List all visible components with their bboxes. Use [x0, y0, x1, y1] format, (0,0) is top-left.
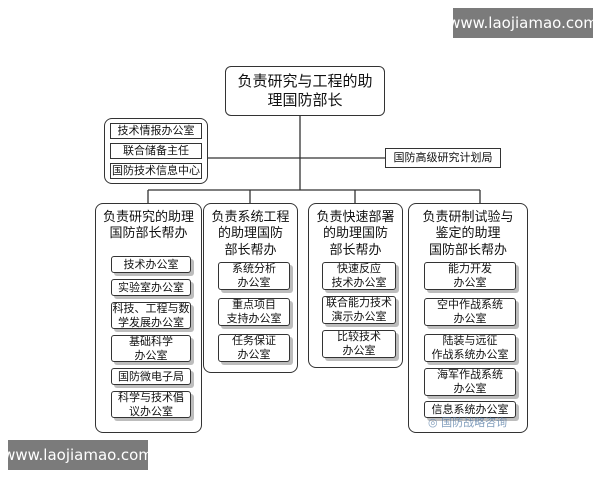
- chat-bubble-icon: ◎: [428, 416, 438, 429]
- watermark-top: www.laojiamao.com: [448, 8, 598, 38]
- office: 基础科学 办公室: [111, 335, 191, 362]
- office: 海军作战系统 办公室: [424, 368, 516, 396]
- office: 快速反应 技术办公室: [322, 262, 396, 290]
- office: 陆装与远征 作战系统办公室: [424, 334, 516, 362]
- watermark-bottom: www.laojiamao.com: [3, 440, 153, 470]
- office: 任务保证 办公室: [218, 334, 290, 362]
- office: 实验室办公室: [111, 279, 191, 296]
- office: 联合能力技术 演示办公室: [322, 296, 396, 324]
- office: 比较技术 办公室: [322, 330, 396, 358]
- office: 重点项目 支持办公室: [218, 298, 290, 326]
- wechat-logo: ◎ 国防战略咨询: [428, 414, 507, 430]
- office: 科学与技术倡 议办公室: [111, 391, 191, 418]
- side-agency: 国防高级研究计划局: [385, 148, 501, 168]
- logo-text: 国防战略咨询: [441, 416, 508, 429]
- root-node: 负责研究与工程的助 理国防部长: [225, 66, 385, 116]
- office: 系统分析 办公室: [218, 262, 290, 290]
- office: 技术办公室: [111, 256, 191, 273]
- office: 国防微电子局: [111, 368, 191, 385]
- support-office: 技术情报办公室: [110, 123, 202, 139]
- office: 信息系统办公室: [424, 401, 516, 418]
- support-office: 国防技术信息中心: [110, 163, 202, 179]
- office: 科技、工程与数 学发展办公室: [111, 301, 191, 329]
- office: 空中作战系统 办公室: [424, 298, 516, 326]
- support-office: 联合储备主任: [110, 143, 202, 159]
- office: 能力开发 办公室: [424, 262, 516, 290]
